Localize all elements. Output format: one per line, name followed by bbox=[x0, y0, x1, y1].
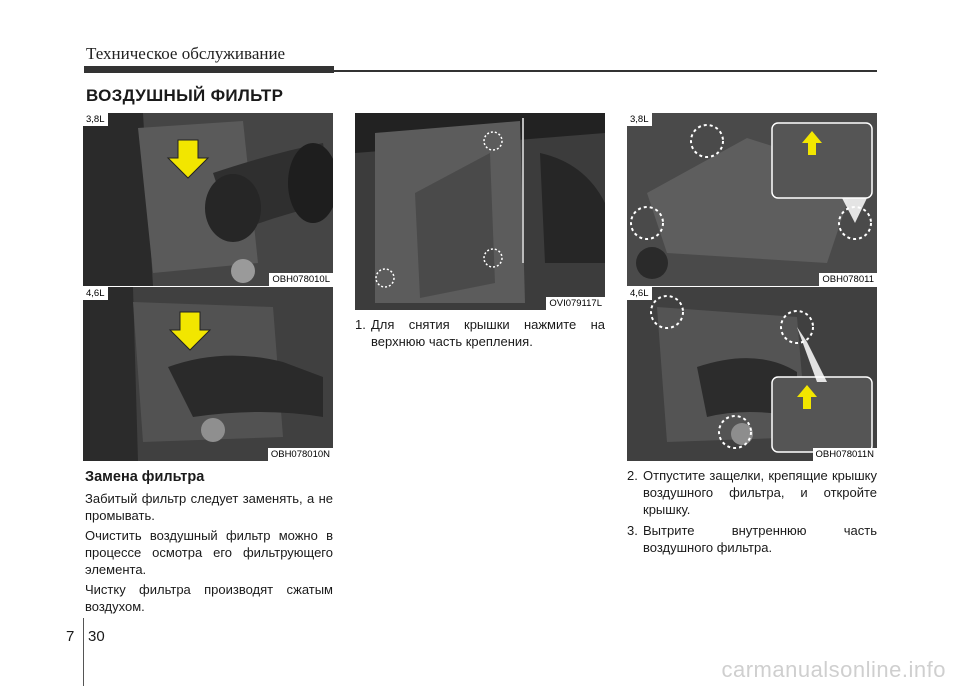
header-rule-thin bbox=[334, 70, 877, 72]
step-number: 3. bbox=[627, 523, 638, 538]
air-filter-latch-illustration bbox=[627, 113, 877, 286]
image-code: OBH078011N bbox=[812, 448, 877, 461]
paragraph: Забитый фильтр следует заменять, а не пр… bbox=[85, 491, 333, 523]
air-filter-latch-illustration bbox=[627, 287, 877, 461]
paragraph: Чистку фильтра производят сжатым воздухо… bbox=[85, 582, 333, 614]
step-text: Отпустите защелки, крепящие крышку возду… bbox=[643, 468, 877, 517]
step-text: Для снятия крышки нажмите на верхнюю час… bbox=[371, 317, 605, 349]
engine-label: 4,6L bbox=[627, 287, 652, 300]
right-steps: 2. Отпустите защелки, крепящие крышку во… bbox=[627, 467, 877, 560]
cover-panel-photo: OVI079117L bbox=[355, 113, 605, 310]
footer-separator bbox=[83, 618, 84, 686]
step-number: 2. bbox=[627, 468, 638, 483]
latch-photo-3-8l: 3,8L OBH078011 bbox=[627, 113, 877, 286]
list-item: 3. Вытрите внутреннюю часть воздушного ф… bbox=[627, 522, 877, 556]
section-title: ВОЗДУШНЫЙ ФИЛЬТР bbox=[86, 86, 284, 105]
latch-photo-4-6l: 4,6L OBH078011N bbox=[627, 287, 877, 461]
paragraph: Очистить воздушный фильтр можно в процес… bbox=[85, 528, 333, 577]
chapter-number: 7 bbox=[66, 628, 75, 645]
image-code: OVI079117L bbox=[546, 297, 605, 310]
image-code: OBH078011 bbox=[819, 273, 877, 286]
image-code: OBH078010L bbox=[269, 273, 333, 286]
engine-label: 3,8L bbox=[83, 113, 108, 126]
engine-photo-3-8l-arrow: 3,8L OBH078010L bbox=[83, 113, 333, 286]
subhead-filter-replacement: Замена фильтра bbox=[85, 469, 205, 485]
header-rule-thick bbox=[84, 66, 334, 73]
engine-label: 4,6L bbox=[83, 287, 108, 300]
left-text: Забитый фильтр следует заменять, а не пр… bbox=[85, 490, 333, 618]
step-text: Вытрите внутреннюю часть воздушного филь… bbox=[643, 523, 877, 555]
list-item: 2. Отпустите защелки, крепящие крышку во… bbox=[627, 467, 877, 518]
step-number: 1. bbox=[355, 317, 366, 332]
engine-label: 3,8L bbox=[627, 113, 652, 126]
header-title: Техническое обслуживание bbox=[86, 44, 286, 63]
engine-bay-illustration bbox=[83, 113, 333, 286]
list-item: 1. Для снятия крышки нажмите на верхнюю … bbox=[355, 316, 605, 350]
cover-panel-illustration bbox=[355, 113, 605, 310]
engine-bay-illustration bbox=[83, 287, 333, 461]
image-code: OBH078010N bbox=[267, 448, 333, 461]
page-number: 30 bbox=[88, 628, 105, 645]
engine-photo-4-6l-arrow: 4,6L OBH078010N bbox=[83, 287, 333, 461]
middle-steps: 1. Для снятия крышки нажмите на верхнюю … bbox=[355, 316, 605, 354]
watermark: carmanualsonline.info bbox=[721, 657, 946, 682]
